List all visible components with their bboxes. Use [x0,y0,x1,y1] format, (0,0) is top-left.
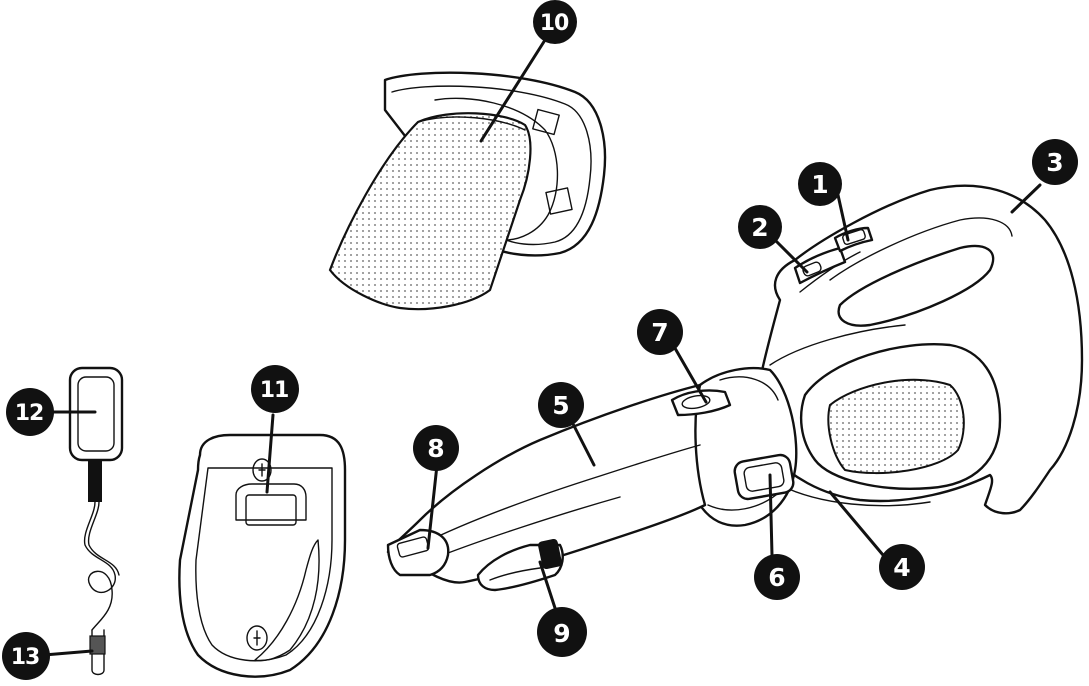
callout-6: 6 [754,554,800,600]
callout-9: 9 [537,607,587,657]
callout-3: 3 [1032,139,1078,185]
callout-label-9: 9 [553,619,570,648]
callout-1: 1 [798,162,842,206]
callout-label-10: 10 [540,11,569,36]
callout-2: 2 [738,205,782,249]
callout-label-12: 12 [15,401,44,426]
callout-label-3: 3 [1046,148,1063,177]
vacuum-body [386,184,1084,592]
callout-label-6: 6 [768,563,785,592]
callout-label-11: 11 [260,378,289,403]
callout-7: 7 [637,309,683,355]
callout-label-2: 2 [751,213,768,242]
callout-8: 8 [413,425,459,471]
callout-label-7: 7 [651,318,668,347]
callout-label-1: 1 [811,170,828,199]
callout-label-4: 4 [893,553,910,582]
filter-part [328,71,607,311]
callout-12: 12 [6,388,54,436]
callout-11: 11 [251,365,299,413]
callout-label-8: 8 [427,434,444,463]
callout-label-5: 5 [552,391,569,420]
charger-part [68,366,124,676]
callout-5: 5 [538,382,584,428]
leader-lines [42,38,1042,657]
charging-base [178,433,347,678]
callout-10: 10 [533,0,577,44]
callout-4: 4 [879,544,925,590]
callout-label-13: 13 [11,645,40,670]
callout-13: 13 [2,632,50,680]
